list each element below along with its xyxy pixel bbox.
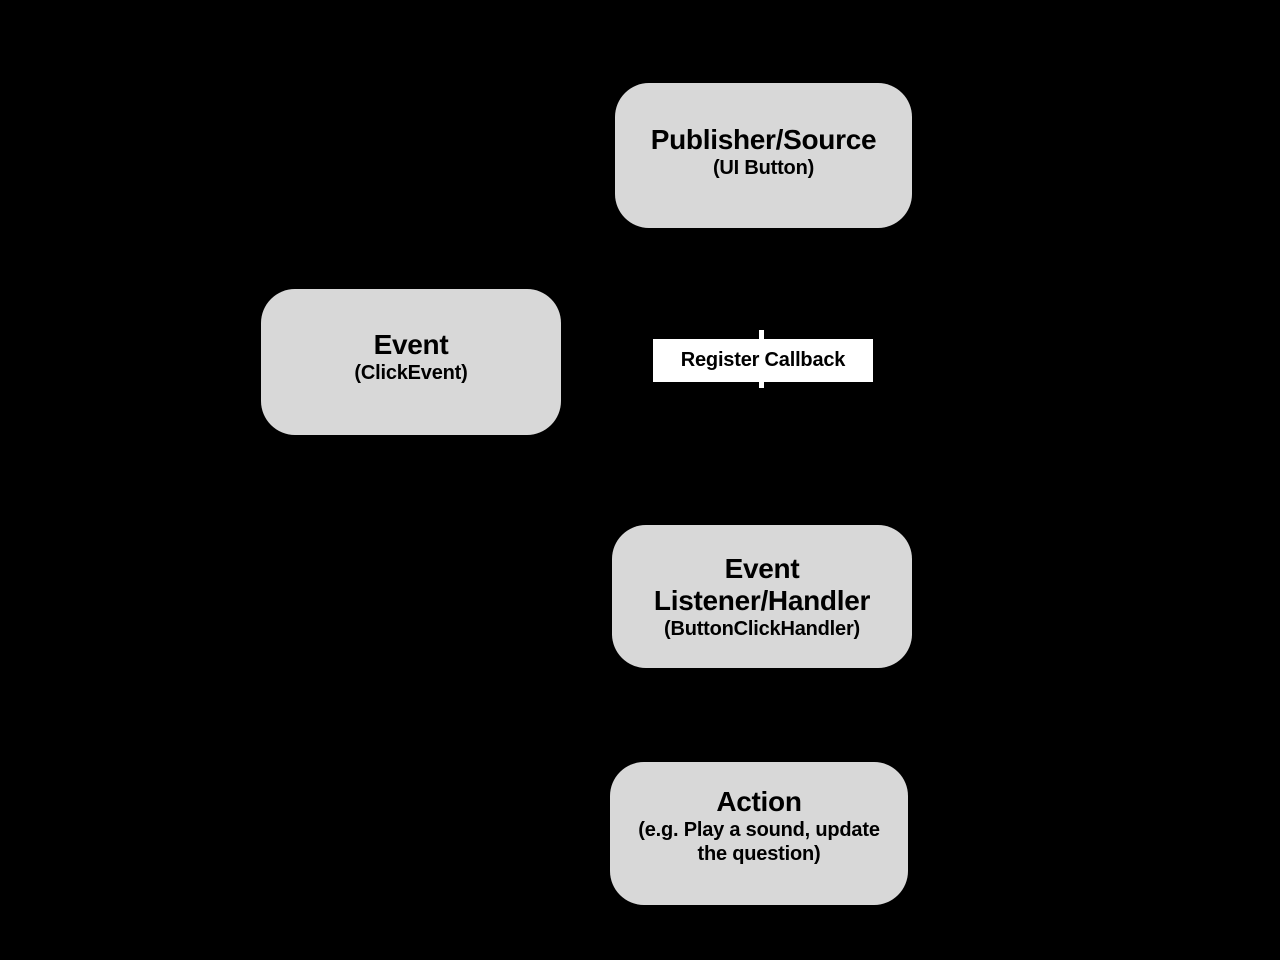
edge-label-register-callback: Register Callback [653, 339, 873, 382]
node-subtitle: (e.g. Play a sound, update the question) [638, 818, 880, 865]
node-subtitle: (ClickEvent) [354, 362, 468, 384]
node-title: Publisher/Source [650, 123, 877, 155]
node-publisher-source: Publisher/Source (UI Button) [615, 83, 912, 228]
node-content: Event Listener/Handler (ButtonClickHandl… [612, 553, 912, 641]
node-event-listener-handler: Event Listener/Handler (ButtonClickHandl… [612, 525, 912, 668]
node-content: Action (e.g. Play a sound, update the qu… [610, 786, 908, 866]
node-title: Event Listener/Handler [653, 552, 871, 616]
node-content: Publisher/Source (UI Button) [615, 124, 912, 180]
node-content: Event (ClickEvent) [261, 329, 561, 385]
edge-label-text: Register Callback [680, 349, 846, 371]
node-event: Event (ClickEvent) [261, 289, 561, 435]
node-action: Action (e.g. Play a sound, update the qu… [610, 762, 908, 905]
node-title: Event [373, 329, 449, 360]
node-subtitle: (ButtonClickHandler) [663, 617, 860, 640]
node-subtitle: (UI Button) [712, 156, 815, 179]
node-title: Action [716, 785, 802, 817]
